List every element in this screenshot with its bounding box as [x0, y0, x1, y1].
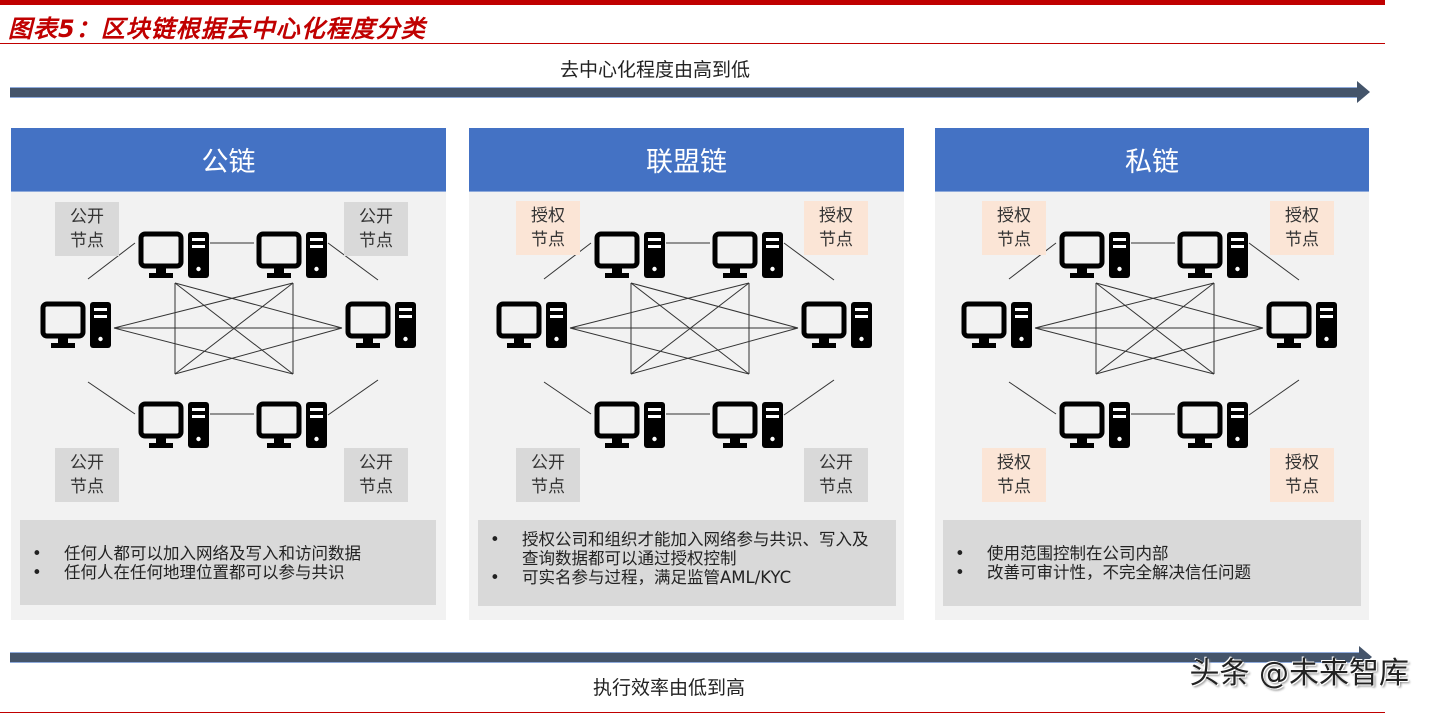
computer-icon: [801, 301, 872, 348]
description-item: 使用范围控制在公司内部: [943, 544, 1347, 563]
node-tag-label: 授权节点: [531, 206, 565, 250]
chain-panel-1: 公链: [11, 128, 446, 620]
computer-icon: [594, 231, 665, 278]
node-tag-label: 授权节点: [1285, 453, 1319, 497]
panel-header: 公链: [11, 128, 446, 192]
computer-icon: [138, 231, 209, 278]
top-axis-label: 去中心化程度由高到低: [560, 59, 751, 81]
description-item: 任何人在任何地理位置都可以参与共识: [20, 563, 422, 582]
node-tag-top-left: 授权节点: [982, 201, 1046, 255]
computer-icon: [496, 301, 567, 348]
network-diagram: [496, 231, 872, 448]
computer-icon: [712, 401, 783, 448]
watermark: 头条 @未来智库: [1189, 656, 1409, 691]
computer-icon: [40, 301, 111, 348]
top-arrow-shaft: [10, 87, 1358, 98]
node-tag-top-right: 授权节点: [1270, 201, 1334, 255]
figure-title: 图表5：区块链根据去中心化程度分类: [8, 15, 426, 43]
computer-icon: [594, 401, 665, 448]
panel-title: 公链: [201, 147, 256, 178]
description-list: 使用范围控制在公司内部改善可审计性，不完全解决信任问题: [943, 544, 1347, 582]
computer-icon: [1059, 401, 1130, 448]
panel-title: 联盟链: [646, 147, 727, 178]
node-tag-label: 公开节点: [70, 453, 104, 497]
panel-title: 私链: [1125, 147, 1179, 178]
node-tag-bottom-right: 公开节点: [344, 448, 408, 502]
title-bottom-rule: [0, 43, 1385, 44]
description-item: 可实名参与过程，满足监管AML/KYC: [478, 568, 882, 587]
computer-icon: [1266, 301, 1337, 348]
node-tag-label: 公开节点: [70, 207, 104, 251]
description-list: 任何人都可以加入网络及写入和访问数据任何人在任何地理位置都可以参与共识: [20, 544, 422, 582]
computer-icon: [1059, 231, 1130, 278]
node-tag-label: 授权节点: [997, 453, 1031, 497]
node-tag-label: 公开节点: [359, 207, 393, 251]
description-box: 使用范围控制在公司内部改善可审计性，不完全解决信任问题: [943, 520, 1361, 606]
node-tag-bottom-right: 公开节点: [804, 448, 868, 502]
node-tag-label: 授权节点: [997, 206, 1031, 250]
computer-icon: [138, 401, 209, 448]
computer-icon: [256, 231, 327, 278]
node-tag-bottom-left: 授权节点: [982, 448, 1046, 502]
description-box: 任何人都可以加入网络及写入和访问数据任何人在任何地理位置都可以参与共识: [20, 520, 436, 605]
panel-header: 私链: [935, 128, 1369, 192]
node-tag-top-left: 公开节点: [55, 202, 119, 256]
description-box: 授权公司和组织才能加入网络参与共识、写入及查询数据都可以通过授权控制可实名参与过…: [478, 520, 896, 606]
node-tag-top-right: 授权节点: [804, 201, 868, 255]
top-arrow-head-icon: [1357, 81, 1370, 103]
description-item: 改善可审计性，不完全解决信任问题: [943, 563, 1347, 582]
node-tag-bottom-left: 公开节点: [516, 448, 580, 502]
panel-header: 联盟链: [469, 128, 904, 192]
node-tag-label: 公开节点: [359, 453, 393, 497]
footer-rule: [0, 712, 1385, 713]
computer-icon: [961, 301, 1032, 348]
description-item: 授权公司和组织才能加入网络参与共识、写入及查询数据都可以通过授权控制: [478, 530, 882, 568]
bottom-arrow-shaft: [10, 652, 1360, 663]
computer-icon: [1177, 231, 1248, 278]
node-tag-bottom-left: 公开节点: [55, 448, 119, 502]
description-item: 任何人都可以加入网络及写入和访问数据: [20, 544, 422, 563]
chain-panel-3: 私链: [935, 128, 1369, 620]
node-tag-bottom-right: 授权节点: [1270, 448, 1334, 502]
title-top-rule: [0, 0, 1385, 5]
node-tag-label: 授权节点: [819, 206, 853, 250]
computer-icon: [345, 301, 416, 348]
node-tag-label: 公开节点: [531, 453, 565, 497]
node-tag-label: 公开节点: [819, 453, 853, 497]
node-tag-top-left: 授权节点: [516, 201, 580, 255]
description-list: 授权公司和组织才能加入网络参与共识、写入及查询数据都可以通过授权控制可实名参与过…: [478, 530, 882, 587]
chain-panel-2: 联盟链: [469, 128, 904, 620]
computer-icon: [712, 231, 783, 278]
computer-icon: [256, 401, 327, 448]
node-tag-top-right: 公开节点: [344, 202, 408, 256]
bottom-arrow-head-icon: [1359, 646, 1372, 668]
computer-icon: [1177, 401, 1248, 448]
bottom-axis-label: 执行效率由低到高: [593, 677, 746, 699]
node-tag-label: 授权节点: [1285, 206, 1319, 250]
network-diagram: [961, 231, 1337, 448]
network-diagram: [40, 231, 416, 448]
